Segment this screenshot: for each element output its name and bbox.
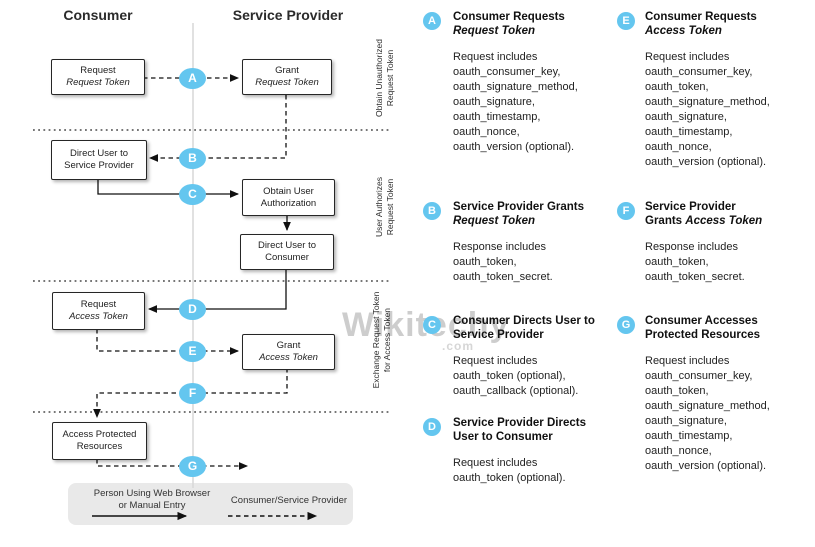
step-marker-c: C [179,184,206,205]
section-step-e: E Consumer Requests Access Token Request… [614,10,802,170]
section-step-f: F Service Provider Grants Access Token R… [614,200,802,285]
legend-item-consumer-service-provider: Consumer/Service Provider [230,495,348,506]
legend-item-person: Person Using Web Browser or Manual Entry [93,488,211,511]
column-header-consumer: Consumer [63,7,133,23]
step-badge-g: G [617,316,635,334]
section-title-e: Consumer Requests Access Token [645,11,757,37]
section-step-a: A Consumer Requests Request Token Reques… [420,10,608,155]
section-step-c: C Consumer Directs User to Service Provi… [420,314,608,399]
step-marker-b: B [179,148,206,169]
watermark-suffix: .com [442,339,475,353]
arrow-step-d [147,268,287,313]
section-title-g: Consumer Accesses Protected Resources [645,315,761,341]
section-step-g: G Consumer Accesses Protected Resources … [614,314,802,474]
column-header-service-provider: Service Provider [232,7,344,23]
step-marker-e: E [179,341,206,362]
step-badge-f: F [617,202,635,220]
step-badge-b: B [423,202,441,220]
step-marker-f: F [179,383,206,404]
step-badge-c: C [423,316,441,334]
arrow-step-c [97,178,240,198]
step-badge-d: D [423,418,441,436]
section-title-c: Consumer Directs User to Service Provide… [453,315,595,341]
step-badge-a: A [423,12,441,30]
step-marker-a: A [179,68,206,89]
arrow-step-g [96,459,249,470]
section-title-f: Service Provider Grants Access Token [645,201,763,227]
section-title-a: Consumer Requests Request Token [453,11,565,37]
section-title-d: Service Provider Directs User to Consume… [453,417,586,443]
step-marker-d: D [179,299,206,320]
section-step-d: D Service Provider Directs User to Consu… [420,416,608,486]
section-title-b: Service Provider Grants Request Token [453,201,585,227]
section-step-b: B Service Provider Grants Request Token … [420,200,608,285]
arrow-step-b [148,95,287,162]
step-marker-g: G [179,456,206,477]
arrow-step-e [96,329,240,355]
step-badge-e: E [617,12,635,30]
legend: Person Using Web Browser or Manual Entry… [68,483,353,525]
